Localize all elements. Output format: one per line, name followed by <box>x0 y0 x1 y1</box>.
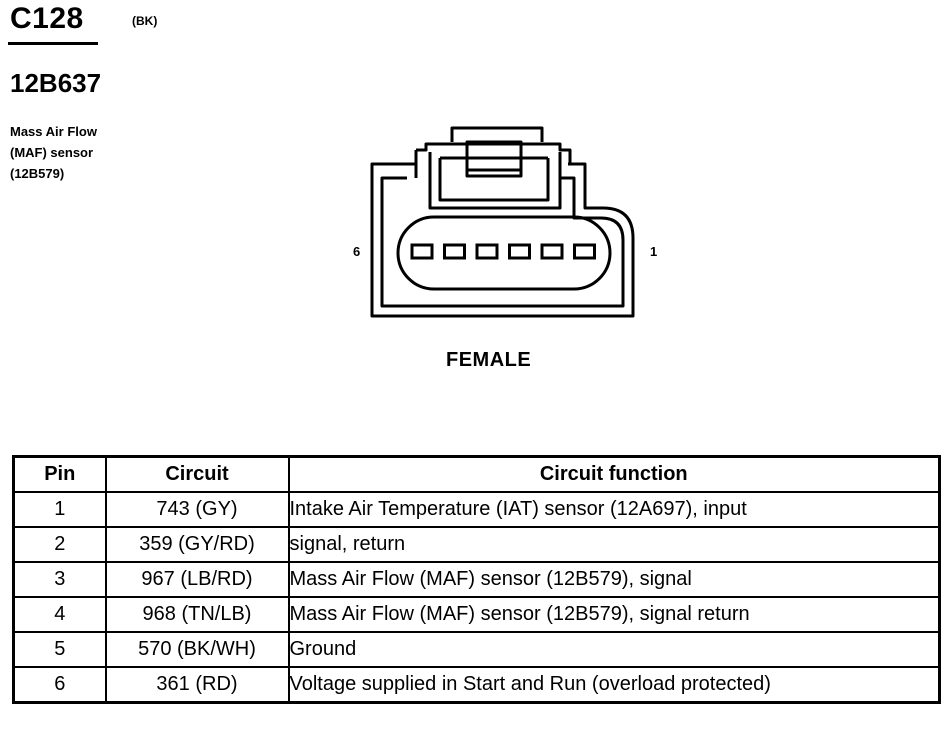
pin-cavity <box>410 243 434 260</box>
description-line: (MAF) sensor <box>10 145 94 160</box>
table-row: 2 359 (GY/RD) signal, return <box>12 526 941 563</box>
description-line: (12B579) <box>10 166 65 181</box>
connector-latch-top <box>450 126 544 142</box>
cell-function: signal, return <box>287 526 941 563</box>
cell-circuit: 743 (GY) <box>104 491 290 528</box>
table-row: 1 743 (GY) Intake Air Temperature (IAT) … <box>12 491 941 528</box>
cell-pin: 6 <box>12 666 107 704</box>
connector-face-diagram <box>370 126 635 318</box>
cell-pin: 3 <box>12 561 107 598</box>
description-line: Mass Air Flow <box>10 124 97 139</box>
connector-id: C128 <box>10 2 84 35</box>
cell-pin: 2 <box>12 526 107 563</box>
pin-cavity-outline <box>396 215 612 291</box>
cell-circuit: 359 (GY/RD) <box>104 526 290 563</box>
table-row: 5 570 (BK/WH) Ground <box>12 631 941 668</box>
cell-function: Mass Air Flow (MAF) sensor (12B579), sig… <box>287 561 941 598</box>
header-pin: Pin <box>12 455 107 493</box>
connector-latch-tab <box>465 140 523 178</box>
connector-housing-inner <box>380 176 625 308</box>
pinout-table: Pin Circuit Circuit function 1 743 (GY) … <box>12 455 941 704</box>
pin-cavity <box>540 243 564 260</box>
cell-pin: 5 <box>12 631 107 668</box>
part-number: 12B637 <box>10 68 102 98</box>
cell-circuit: 968 (TN/LB) <box>104 596 290 633</box>
pin-group <box>410 243 596 260</box>
connector-color-code: (BK) <box>132 14 158 28</box>
connector-latch-frame <box>414 142 572 210</box>
connector-latch-inner <box>438 156 550 202</box>
pin-label-left: 6 <box>353 244 361 259</box>
pin-cavity <box>475 243 499 260</box>
table-row: 6 361 (RD) Voltage supplied in Start and… <box>12 666 941 704</box>
header-circuit-function: Circuit function <box>287 455 941 493</box>
pin-cavity <box>443 243 466 260</box>
connector-housing-outline <box>370 162 635 318</box>
cell-pin: 1 <box>12 491 107 528</box>
cell-circuit: 967 (LB/RD) <box>104 561 290 598</box>
cell-pin: 4 <box>12 596 107 633</box>
table-row: 3 967 (LB/RD) Mass Air Flow (MAF) sensor… <box>12 561 941 598</box>
cell-function: Voltage supplied in Start and Run (overl… <box>287 666 941 704</box>
table-header-row: Pin Circuit Circuit function <box>12 455 941 493</box>
component-description: Mass Air Flow (MAF) sensor (12B579) <box>10 121 97 184</box>
cell-function: Mass Air Flow (MAF) sensor (12B579), sig… <box>287 596 941 633</box>
cell-function: Intake Air Temperature (IAT) sensor (12A… <box>287 491 941 528</box>
cell-circuit: 361 (RD) <box>104 666 290 704</box>
connector-gender-label: FEMALE <box>446 349 532 371</box>
pin-cavity <box>573 243 596 260</box>
pin-label-right: 1 <box>650 244 658 259</box>
table-row: 4 968 (TN/LB) Mass Air Flow (MAF) sensor… <box>12 596 941 633</box>
pin-cavity <box>508 243 531 260</box>
connector-id-underline <box>8 42 98 45</box>
header-circuit: Circuit <box>104 455 290 493</box>
cell-circuit: 570 (BK/WH) <box>104 631 290 668</box>
cell-function: Ground <box>287 631 941 668</box>
